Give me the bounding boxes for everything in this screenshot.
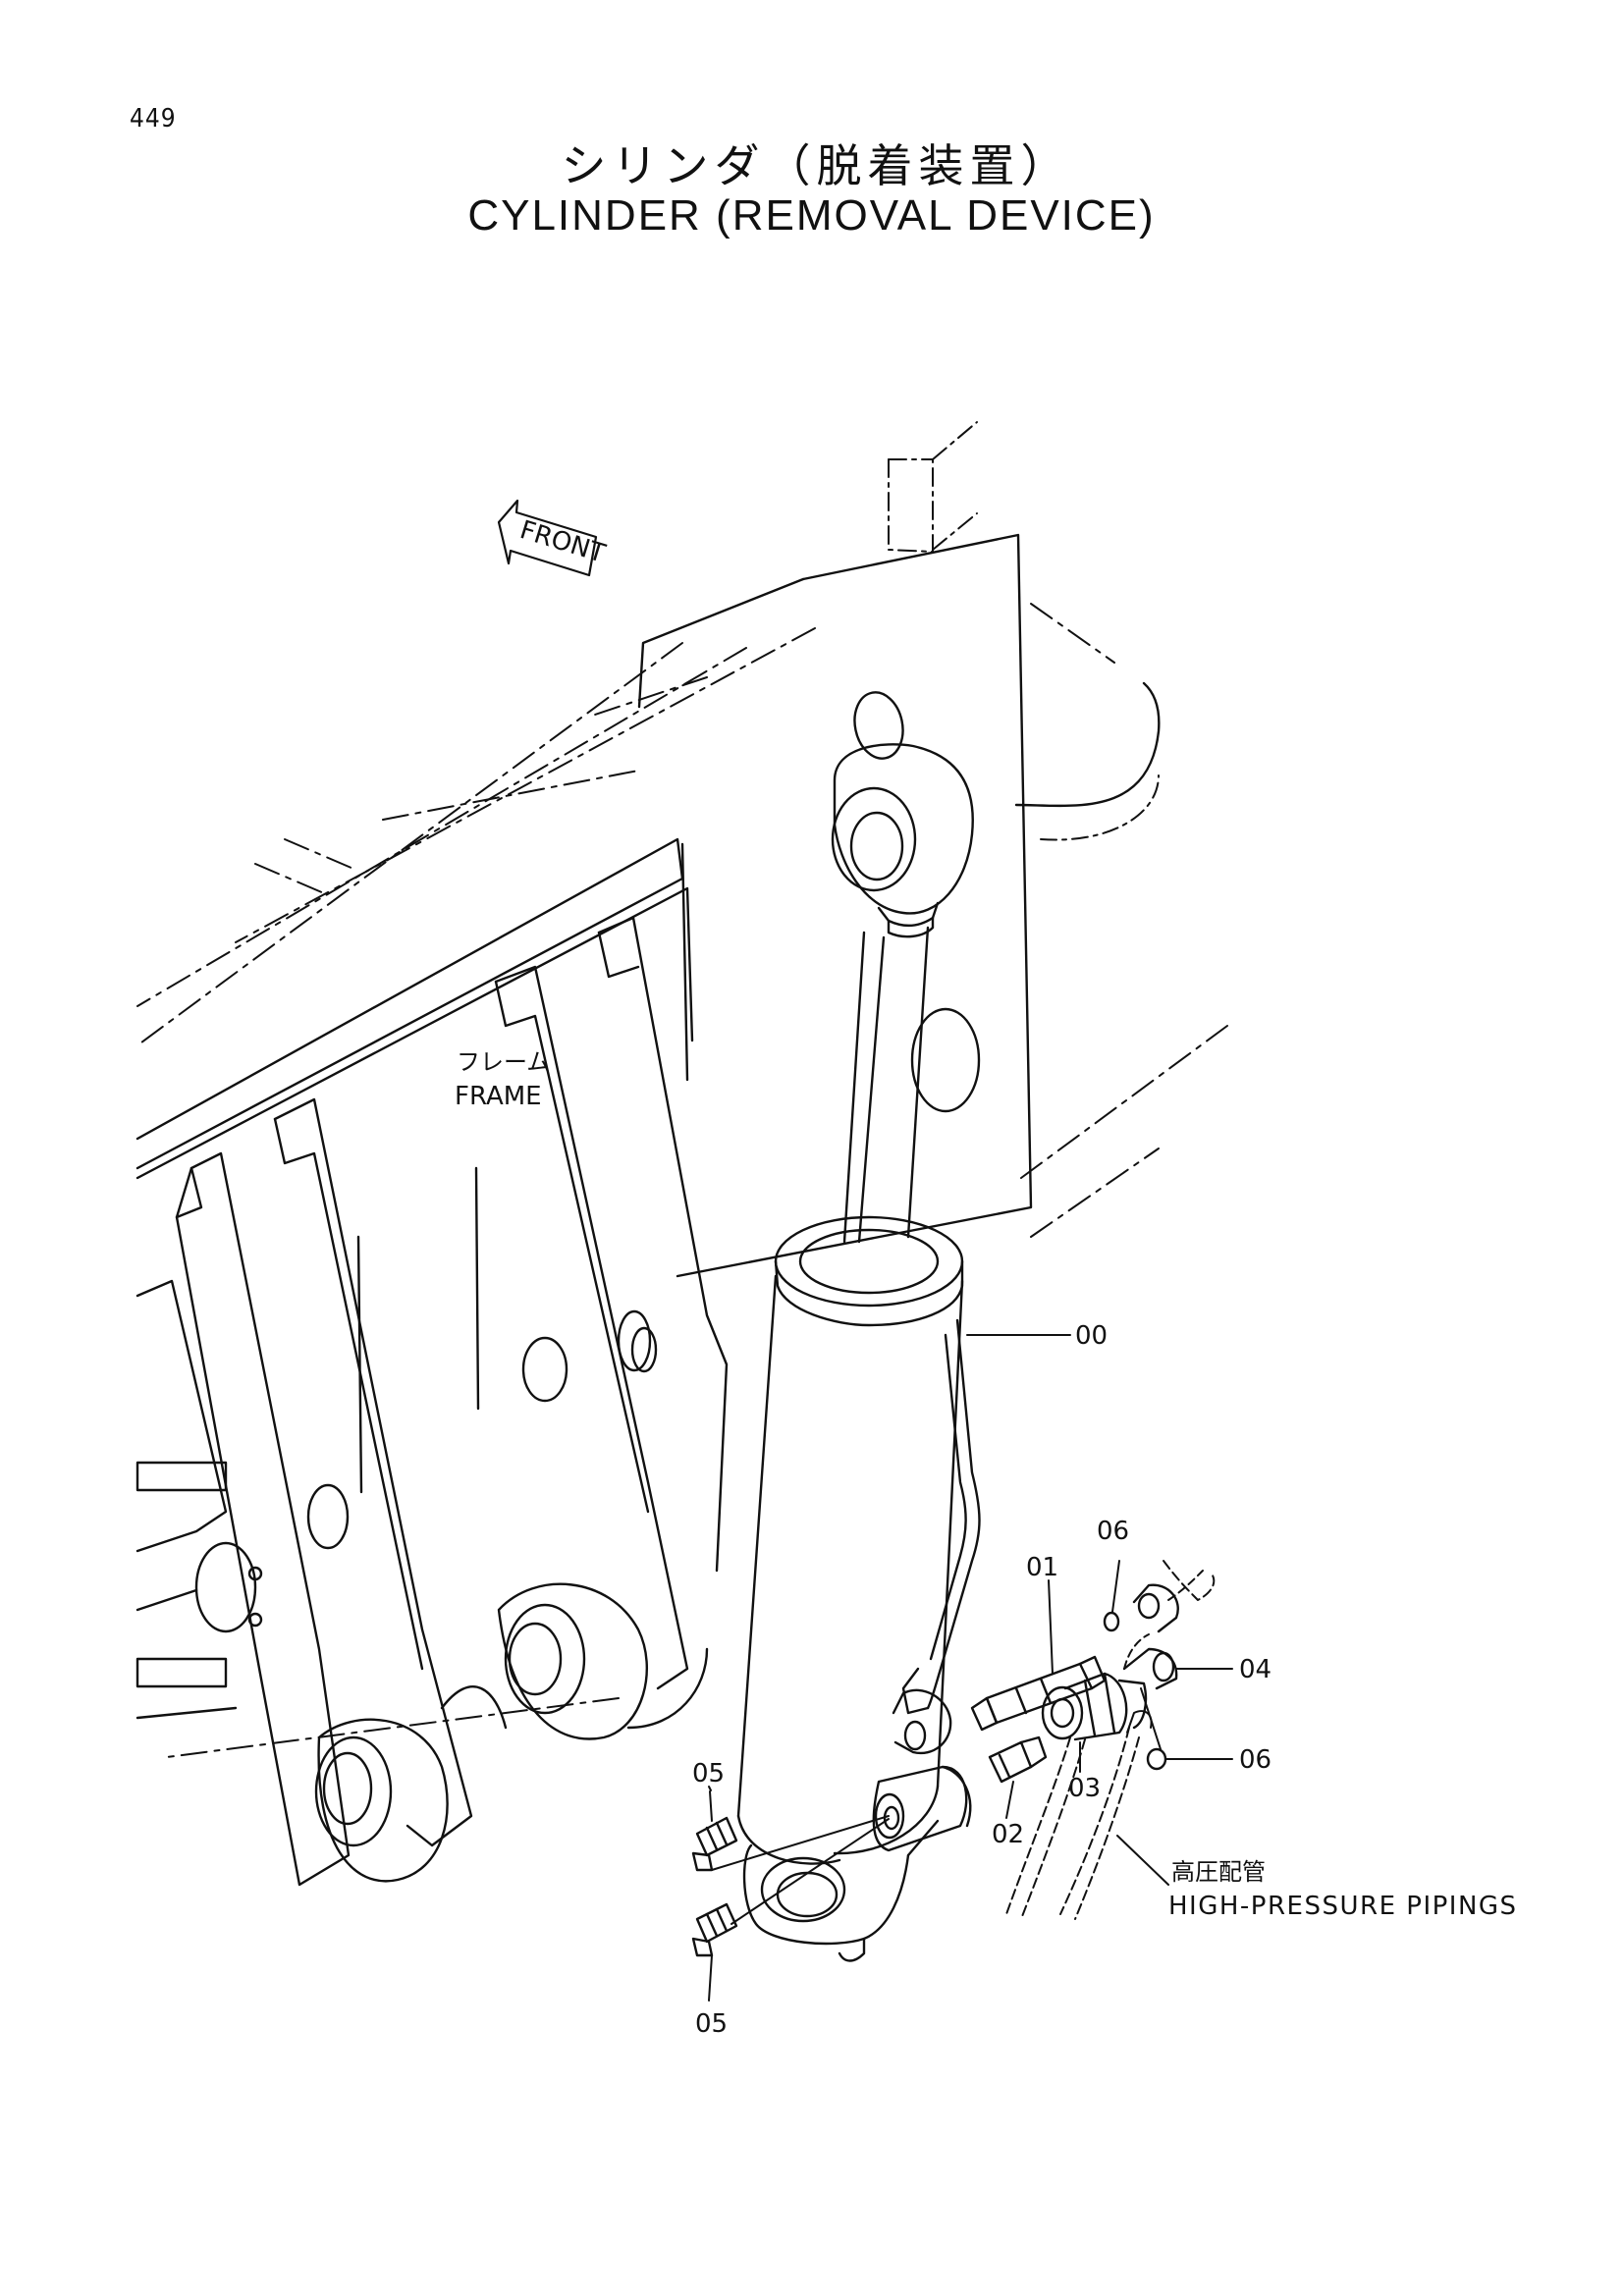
cylinder-barrel (736, 1215, 964, 1865)
part-06-o-rings (1103, 1611, 1167, 1771)
frame-plate (637, 533, 1161, 1278)
front-arrow-icon: FRONT (497, 499, 609, 577)
cylinder-port-fittings (872, 1688, 972, 1852)
part-04-connector (1122, 1583, 1179, 1690)
part-03-hose-fitting (1041, 1672, 1148, 1741)
cylinder-side-pipe (901, 1318, 981, 1715)
callout-00: 00 (1075, 1321, 1108, 1351)
part-01-adapter (970, 1655, 1107, 1732)
callout-05-lower: 05 (695, 2009, 728, 2039)
title-japanese: シリンダ（脱着装置） (561, 139, 1072, 192)
part-05-plugs (691, 1816, 738, 1957)
callout-02: 02 (992, 1820, 1024, 1849)
frame-phantom-lines (136, 603, 1228, 1758)
front-label: FRONT (516, 515, 609, 569)
callout-06-lower: 06 (1239, 1745, 1271, 1775)
cylinder-rod (842, 926, 930, 1244)
callout-06-upper: 06 (1097, 1517, 1129, 1546)
frame-bracket-left (135, 837, 729, 1887)
frame-upper-dashed-outline (888, 421, 978, 553)
callout-leader-lines (708, 1334, 1233, 2002)
callout-04: 04 (1239, 1655, 1271, 1684)
piping-label-english: HIGH-PRESSURE PIPINGS (1168, 1892, 1518, 1921)
callout-05-upper: 05 (692, 1759, 725, 1789)
piping-label-japanese: 高圧配管 (1171, 1858, 1266, 1886)
frame-label-english: FRAME (455, 1082, 542, 1111)
cylinder-rod-eye (831, 743, 974, 938)
title-english: CYLINDER (REMOVAL DEVICE) (467, 191, 1156, 240)
callout-03: 03 (1068, 1774, 1101, 1803)
frame-label-japanese: フレーム (457, 1048, 550, 1076)
callout-01: 01 (1026, 1553, 1058, 1582)
part-02-nipple (988, 1735, 1048, 1784)
page-number: 449 (130, 104, 177, 133)
frame-pin-bosses (314, 1582, 709, 1883)
cylinder-clevis (742, 1819, 940, 1962)
